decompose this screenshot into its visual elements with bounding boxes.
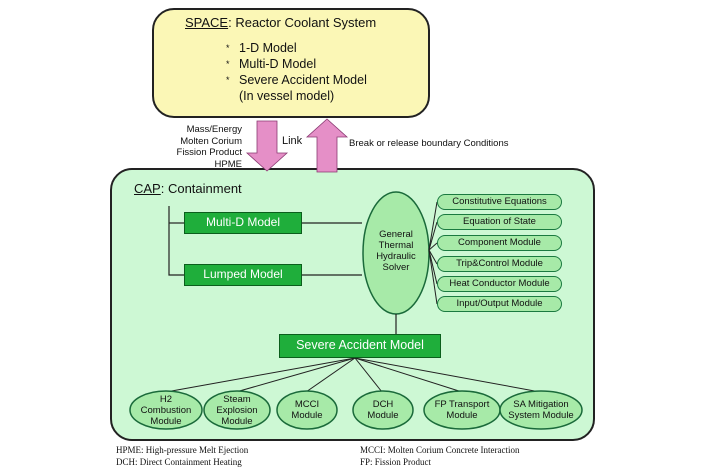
fan-line xyxy=(428,242,438,251)
fp-transport-module: FP Transport Module xyxy=(424,399,500,421)
steam-explosion-module: Steam Explosion Module xyxy=(204,394,270,427)
fan-line xyxy=(305,357,356,393)
input-output-module-pill: Input/Output Module xyxy=(437,296,562,312)
constitutive-equations-pill: Constitutive Equations xyxy=(437,194,562,210)
solver-label-line: Solver xyxy=(382,262,410,273)
module-label-line: MCCI xyxy=(294,399,320,410)
module-label-line: H2 xyxy=(159,394,173,405)
module-label-line: Steam xyxy=(223,394,251,405)
link-quantities-labels: Mass/Energy Molten Corium Fission Produc… xyxy=(150,124,242,170)
module-ellipse xyxy=(276,390,338,430)
footnote-dch: DCH: Direct Containment Heating xyxy=(116,457,242,467)
module-ellipse xyxy=(203,390,271,430)
fan-line xyxy=(354,357,541,393)
footnote-mcci: MCCI: Molten Corium Concrete Interaction xyxy=(360,445,520,455)
fan-line xyxy=(428,221,438,251)
fan-line xyxy=(428,249,438,265)
multi-d-model-box: Multi-D Model xyxy=(184,212,302,234)
space-model-item: * Severe Accident Model xyxy=(226,72,367,88)
solver-label-line: General xyxy=(379,229,413,240)
link-label: Link xyxy=(282,135,303,147)
module-ellipse xyxy=(352,390,414,430)
module-label-line: Module xyxy=(221,416,253,427)
down-arrow xyxy=(245,120,289,172)
module-ellipse xyxy=(129,390,203,430)
fan-line xyxy=(235,357,356,393)
solver-label: General Thermal Hydraulic Solver xyxy=(366,229,426,273)
equation-of-state-pill: Equation of State xyxy=(437,214,562,230)
cap-title-prefix: CAP xyxy=(134,181,161,196)
lumped-model-box: Lumped Model xyxy=(184,264,302,286)
severe-accident-model-box: Severe Accident Model xyxy=(279,334,441,358)
link-quantity: Molten Corium xyxy=(180,135,242,147)
bullet-mark: * xyxy=(226,43,230,53)
footnote-hpme: HPME: High-pressure Melt Ejection xyxy=(116,445,249,455)
module-label-line: Combustion xyxy=(140,405,192,416)
fan-line xyxy=(428,249,438,305)
connector-line xyxy=(168,206,184,276)
solver-label-line: Hydraulic xyxy=(376,251,416,262)
link-quantity: Mass/Energy xyxy=(186,124,242,135)
space-model-label: Severe Accident Model xyxy=(239,73,367,87)
space-model-item-continuation: (In vessel model) xyxy=(226,88,367,104)
fan-line xyxy=(165,357,356,393)
up-arrow xyxy=(305,118,349,173)
link-quantity: HPME xyxy=(214,158,242,170)
heat-conductor-module-pill: Heat Conductor Module xyxy=(437,276,562,292)
link-quantity: Fission Product xyxy=(176,147,242,158)
cap-title-rest: : Containment xyxy=(160,181,242,196)
solver-label-line: Thermal xyxy=(378,240,414,251)
dch-module: DCH Module xyxy=(353,399,413,421)
space-title: SPACE: Reactor Coolant System xyxy=(185,15,376,30)
space-model-label: Multi-D Model xyxy=(239,57,317,71)
module-label-line: Module xyxy=(367,410,399,421)
space-model-label: (In vessel model) xyxy=(239,89,335,103)
module-label-line: Explosion xyxy=(216,405,258,416)
space-title-rest: : Reactor Coolant System xyxy=(228,15,377,30)
module-ellipse xyxy=(499,390,583,430)
cap-title: CAP: Containment xyxy=(134,181,242,196)
module-label-line: Module xyxy=(291,410,323,421)
boundary-conditions-label: Break or release boundary Conditions xyxy=(349,138,509,149)
sa-mitigation-module: SA Mitigation System Module xyxy=(500,399,582,421)
space-model-item: * Multi-D Model xyxy=(226,56,367,72)
component-module-pill: Component Module xyxy=(437,235,562,251)
module-label-line: SA Mitigation xyxy=(513,399,569,410)
h2-combustion-module: H2 Combustion Module xyxy=(131,394,201,427)
module-label-line: System Module xyxy=(508,410,574,421)
module-label-line: Module xyxy=(446,410,478,421)
footnote-fp: FP: Fission Product xyxy=(360,457,432,467)
space-model-item: * 1-D Model xyxy=(226,40,367,56)
space-title-prefix: SPACE xyxy=(185,15,229,30)
module-label-line: DCH xyxy=(372,399,394,410)
space-model-list: * 1-D Model * Multi-D Model * Severe Accide… xyxy=(226,40,367,104)
fan-line xyxy=(428,201,438,251)
bullet-mark: * xyxy=(226,75,230,85)
module-label-line: FP Transport xyxy=(434,399,490,410)
fan-line xyxy=(354,357,463,393)
bullet-mark: * xyxy=(226,59,230,69)
space-model-label: 1-D Model xyxy=(239,41,297,55)
space-reactor-coolant-box xyxy=(152,8,430,118)
trip-control-module-pill: Trip&Control Module xyxy=(437,256,562,272)
module-label-line: Module xyxy=(150,416,182,427)
fan-line xyxy=(354,357,383,393)
mcci-module: MCCI Module xyxy=(277,399,337,421)
